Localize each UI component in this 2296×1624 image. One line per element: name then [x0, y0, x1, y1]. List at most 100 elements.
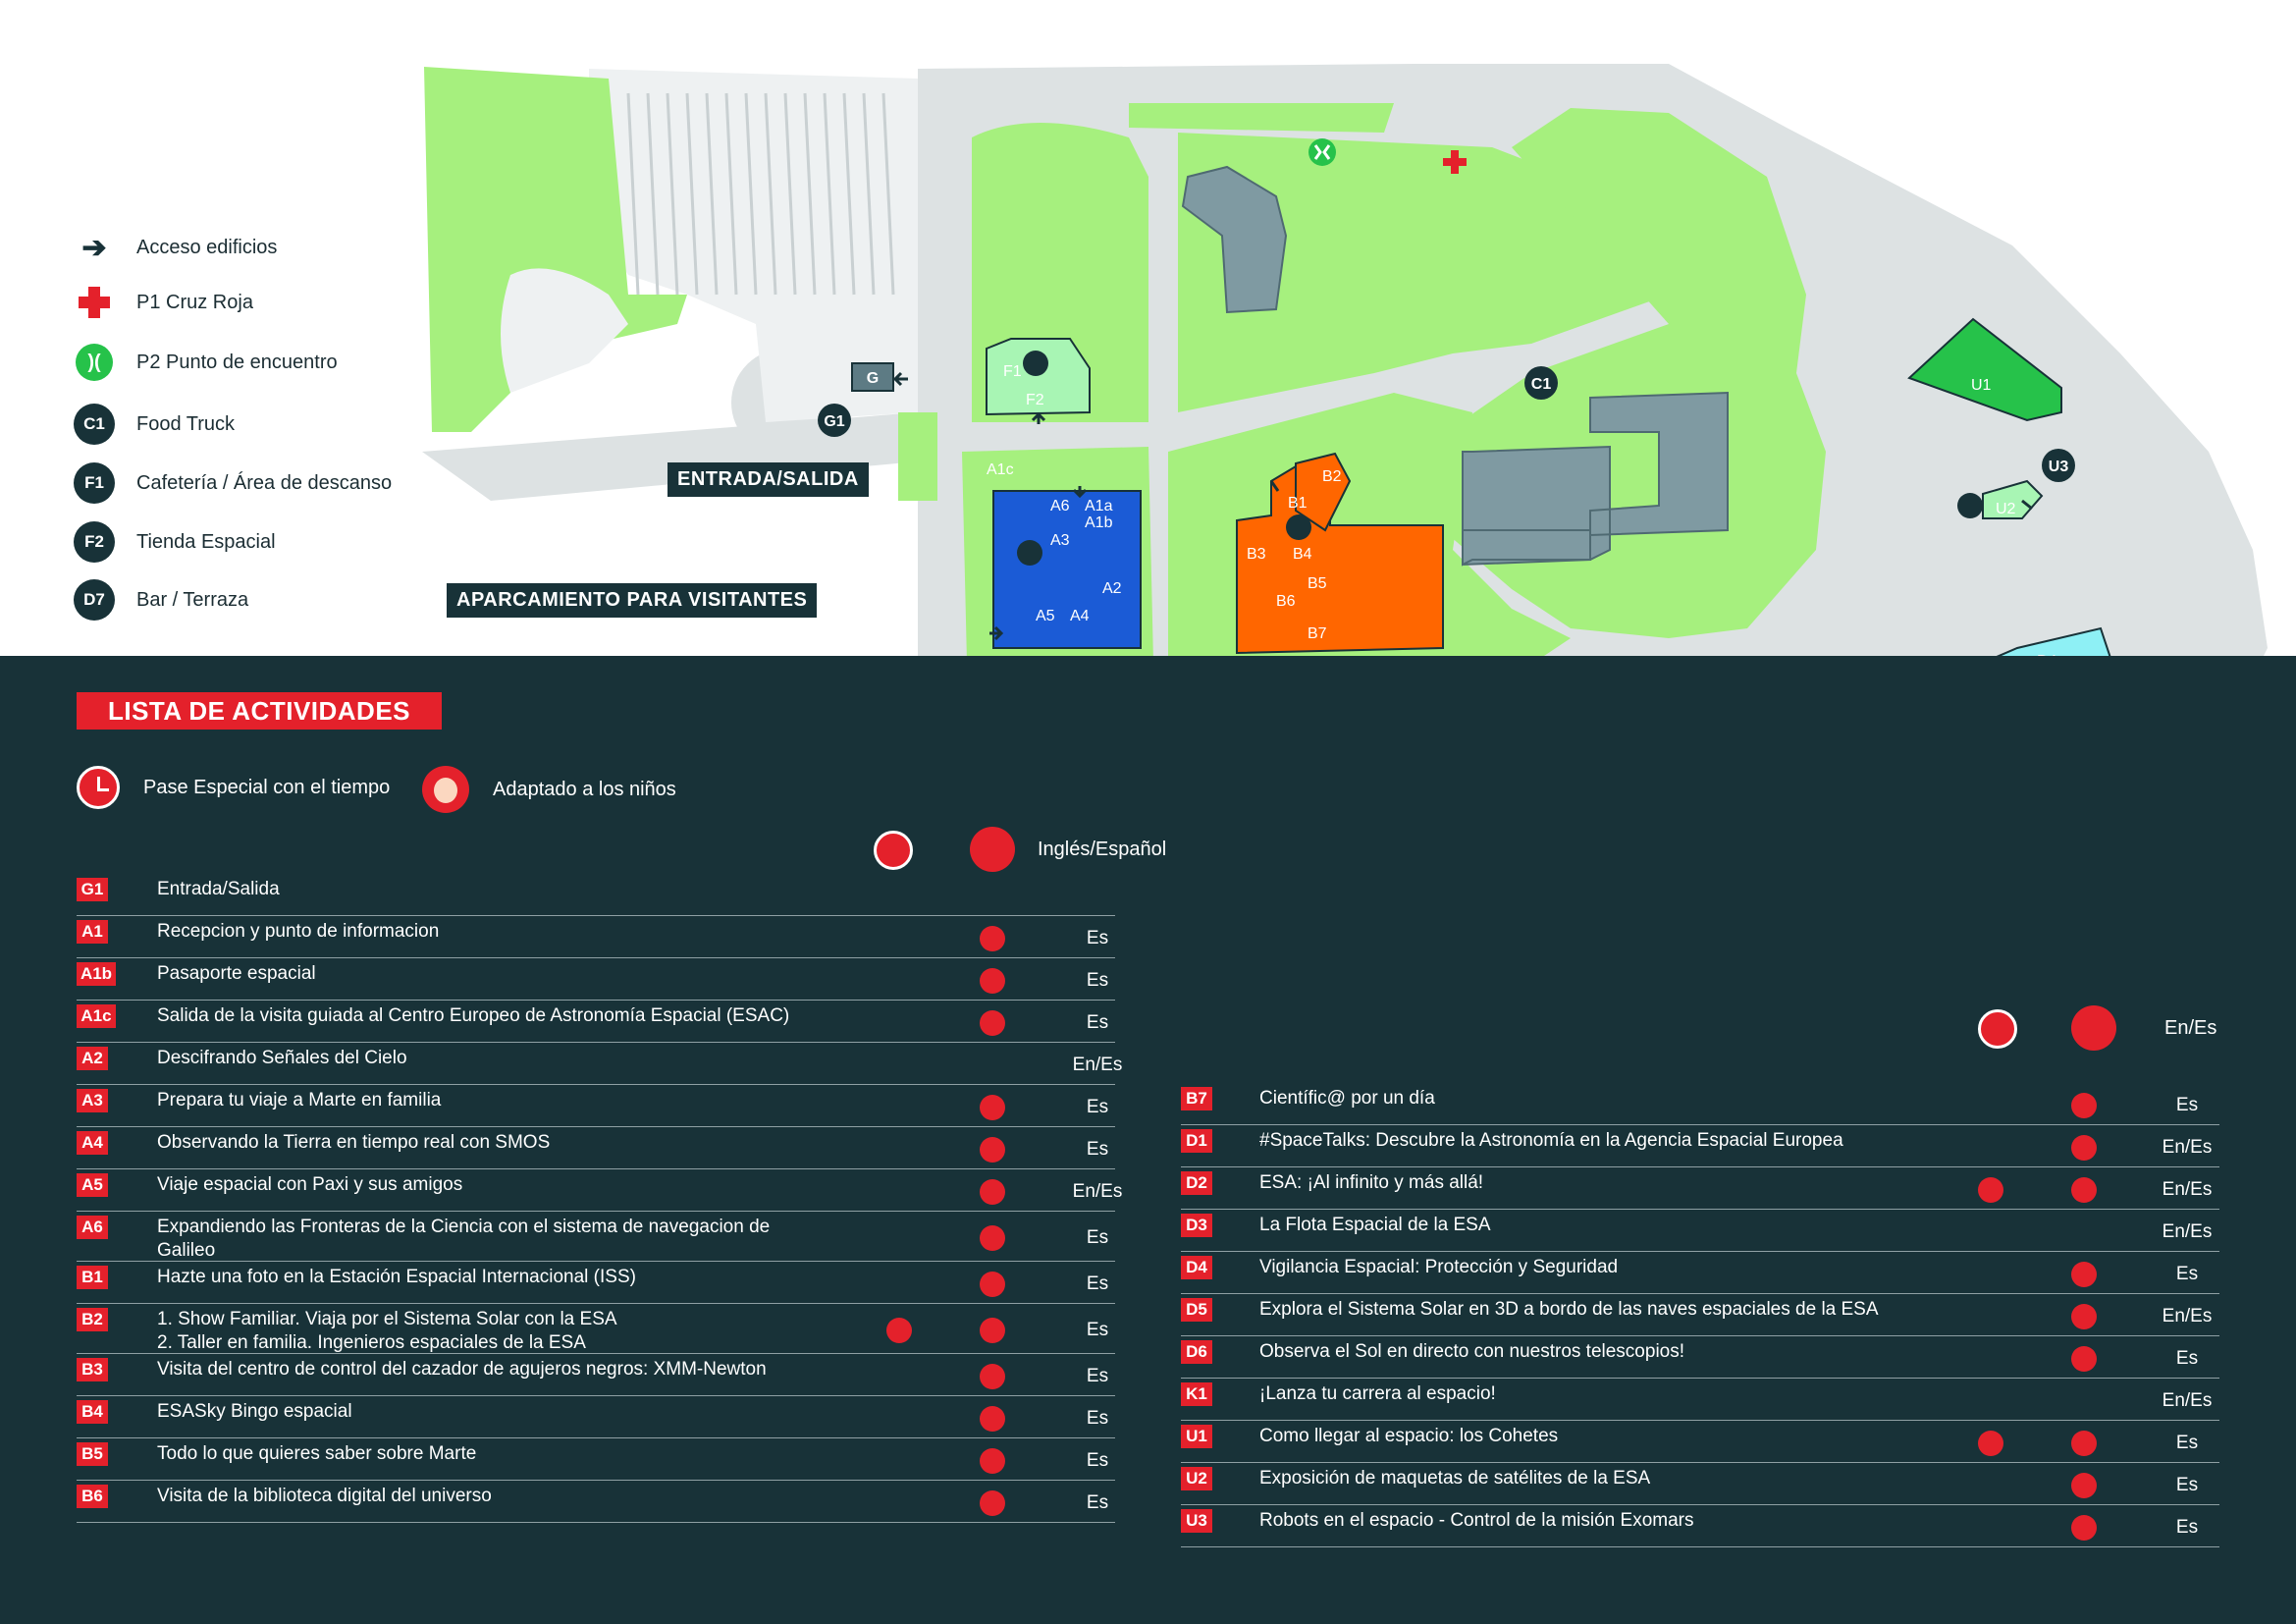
kids-adapted-dot — [2071, 1304, 2097, 1329]
activity-code: U1 — [1181, 1425, 1212, 1448]
entrada-label: ENTRADA/SALIDA — [667, 462, 869, 497]
activity-language: Es — [2175, 1348, 2199, 1369]
map-label-g: G — [867, 370, 879, 387]
grass-parking-west — [424, 67, 687, 432]
map-label-u1: U1 — [1971, 377, 1992, 394]
kids-adapted-dot — [980, 1318, 1005, 1343]
badge-c1 — [1524, 366, 1558, 400]
legend-label: Tienda Espacial — [136, 530, 276, 553]
kids-adapted-dot — [2071, 1135, 2097, 1161]
table-row: D1#SpaceTalks: Descubre la Astronomía en… — [1181, 1125, 2219, 1167]
alarm-clock-icon — [77, 766, 120, 809]
activity-language: Es — [2175, 1475, 2199, 1495]
activity-language: Es — [1086, 1450, 1109, 1471]
activity-name: #SpaceTalks: Descubre la Astronomía en l… — [1259, 1130, 1843, 1151]
map-label-a5: A5 — [1036, 608, 1055, 624]
activity-name-line2: 2. Taller en familia. Ingenieros espacia… — [157, 1332, 586, 1353]
activity-language: En/Es — [2162, 1306, 2213, 1326]
kids-adapted-dot — [980, 1490, 1005, 1516]
activity-name: Robots en el espacio - Control de la mis… — [1259, 1510, 1694, 1531]
building-f — [986, 338, 1091, 416]
key-kids-label: Adaptado a los niños — [493, 778, 676, 800]
activity-code: D3 — [1181, 1214, 1212, 1237]
kids-adapted-dot — [2071, 1093, 2097, 1118]
kids-adapted-dot — [980, 1225, 1005, 1251]
building-u1-field — [1907, 317, 2062, 422]
activity-language: Es — [1086, 1492, 1109, 1513]
map-label-f1: F1 — [1003, 363, 1022, 380]
map-label-c1: C1 — [1531, 376, 1552, 393]
kids-adapted-dot — [980, 968, 1005, 994]
map-label-a6: A6 — [1050, 498, 1070, 514]
map-label-b3: B3 — [1247, 546, 1266, 563]
legend-item-red-cross: P1 Cruz Roja — [74, 285, 253, 320]
legend-item-c1: C1 Food Truck — [74, 404, 235, 445]
red-cross-icon — [1443, 150, 1467, 174]
meeting-point-icon — [1308, 138, 1336, 166]
activity-language: Es — [1086, 1227, 1109, 1248]
activity-code: A6 — [77, 1216, 108, 1239]
timed-pass-dot — [1978, 1431, 2003, 1456]
legend-label: Food Truck — [136, 412, 236, 435]
building-north-grey — [1181, 165, 1288, 314]
activity-name: Recepcion y punto de informacion — [157, 921, 440, 942]
activity-name: ESASky Bingo espacial — [157, 1401, 352, 1422]
activity-language: En/Es — [2162, 1179, 2213, 1200]
activity-name: Prepara tu viaje a Marte en familia — [157, 1090, 442, 1110]
right-header-alarm-icon — [1978, 1009, 2017, 1049]
map-label-u2: U2 — [1996, 501, 2016, 517]
activity-code: B4 — [77, 1400, 108, 1424]
grass-small-ne — [1129, 103, 1394, 133]
grass-north — [1178, 133, 1669, 412]
activity-name: ESA: ¡Al infinito y más allá! — [1259, 1172, 1484, 1193]
activity-code: U3 — [1181, 1509, 1212, 1533]
child-face-icon — [422, 766, 469, 813]
kids-adapted-dot — [2071, 1515, 2097, 1541]
map-label-g1: G1 — [824, 413, 844, 430]
grass-parking-curve — [501, 268, 628, 393]
map-label-a3: A3 — [1050, 532, 1070, 549]
activity-name: ¡Lanza tu carrera al espacio! — [1259, 1383, 1496, 1404]
building-g — [851, 362, 894, 392]
activity-code: B6 — [77, 1485, 108, 1508]
activity-name: Hazte una foto en la Estación Espacial I… — [157, 1267, 636, 1287]
map-label-u3: U3 — [2049, 459, 2069, 475]
badge-u3 — [2042, 449, 2075, 482]
activity-language: Es — [2175, 1095, 2199, 1115]
map-label-a2: A2 — [1102, 580, 1122, 597]
activity-name: Exposición de maquetas de satélites de l… — [1259, 1468, 1651, 1489]
badge-c1: C1 — [74, 404, 115, 445]
kids-adapted-dot — [2071, 1177, 2097, 1203]
kids-adapted-dot — [2071, 1431, 2097, 1456]
key-timed-label: Pase Especial con el tiempo — [143, 776, 391, 798]
activity-name: Todo lo que quieres saber sobre Marte — [157, 1443, 477, 1464]
activity-code: A1b — [77, 962, 116, 986]
legend-item-f1: F1 Cafetería / Área de descanso — [74, 462, 392, 504]
red-cross-icon — [74, 285, 115, 320]
map-label-a1b: A1b — [1085, 514, 1113, 531]
legend-item-access: ➔ Acceso edificios — [74, 231, 277, 265]
activity-name: Viaje espacial con Paxi y sus amigos — [157, 1174, 463, 1195]
activity-code: A3 — [77, 1089, 108, 1112]
activity-name: Explora el Sistema Solar en 3D a bordo d… — [1259, 1299, 1879, 1320]
activity-language: Es — [1086, 1366, 1109, 1386]
map-label-b6: B6 — [1276, 593, 1296, 610]
activity-code: D4 — [1181, 1256, 1212, 1279]
kids-adapted-dot — [980, 1364, 1005, 1389]
activity-code: G1 — [77, 878, 108, 901]
activity-language: En/Es — [1072, 1055, 1123, 1075]
building-c-grey — [1462, 391, 1729, 567]
activity-language: Es — [1086, 928, 1109, 948]
